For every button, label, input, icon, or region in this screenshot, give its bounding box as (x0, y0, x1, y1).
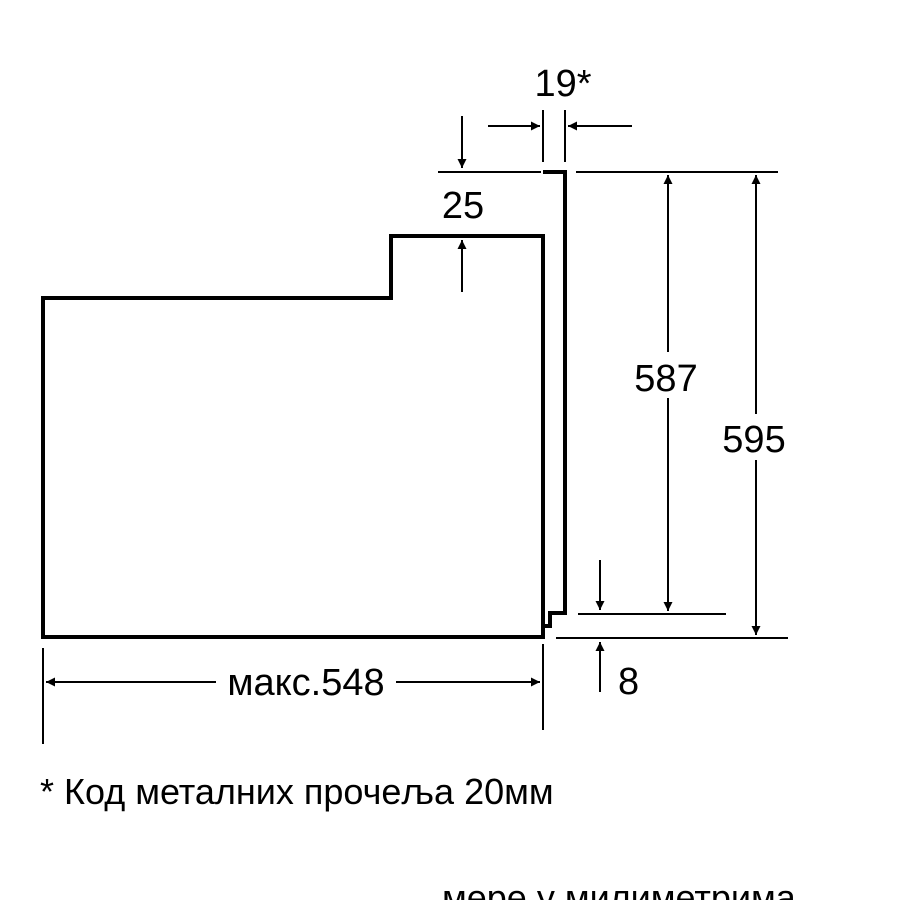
dimension-label-19: 19* (534, 63, 591, 105)
label-mask-587 (628, 352, 708, 398)
dimension-label-595: 595 (722, 419, 785, 461)
units-note: мере у милиметрима (442, 877, 797, 900)
footnote-metal-fronts: * Код металних прочеља 20мм (40, 771, 554, 812)
dimension-label-25: 25 (442, 185, 484, 227)
label-mask-548 (216, 660, 396, 704)
dimension-label-587: 587 (634, 358, 697, 400)
dimension-label-548: макс.548 (227, 662, 384, 704)
oven-body-outline (41, 234, 545, 639)
label-mask-595 (716, 414, 796, 460)
dimension-label-8: 8 (618, 661, 639, 703)
front-panel-outline (543, 170, 567, 628)
